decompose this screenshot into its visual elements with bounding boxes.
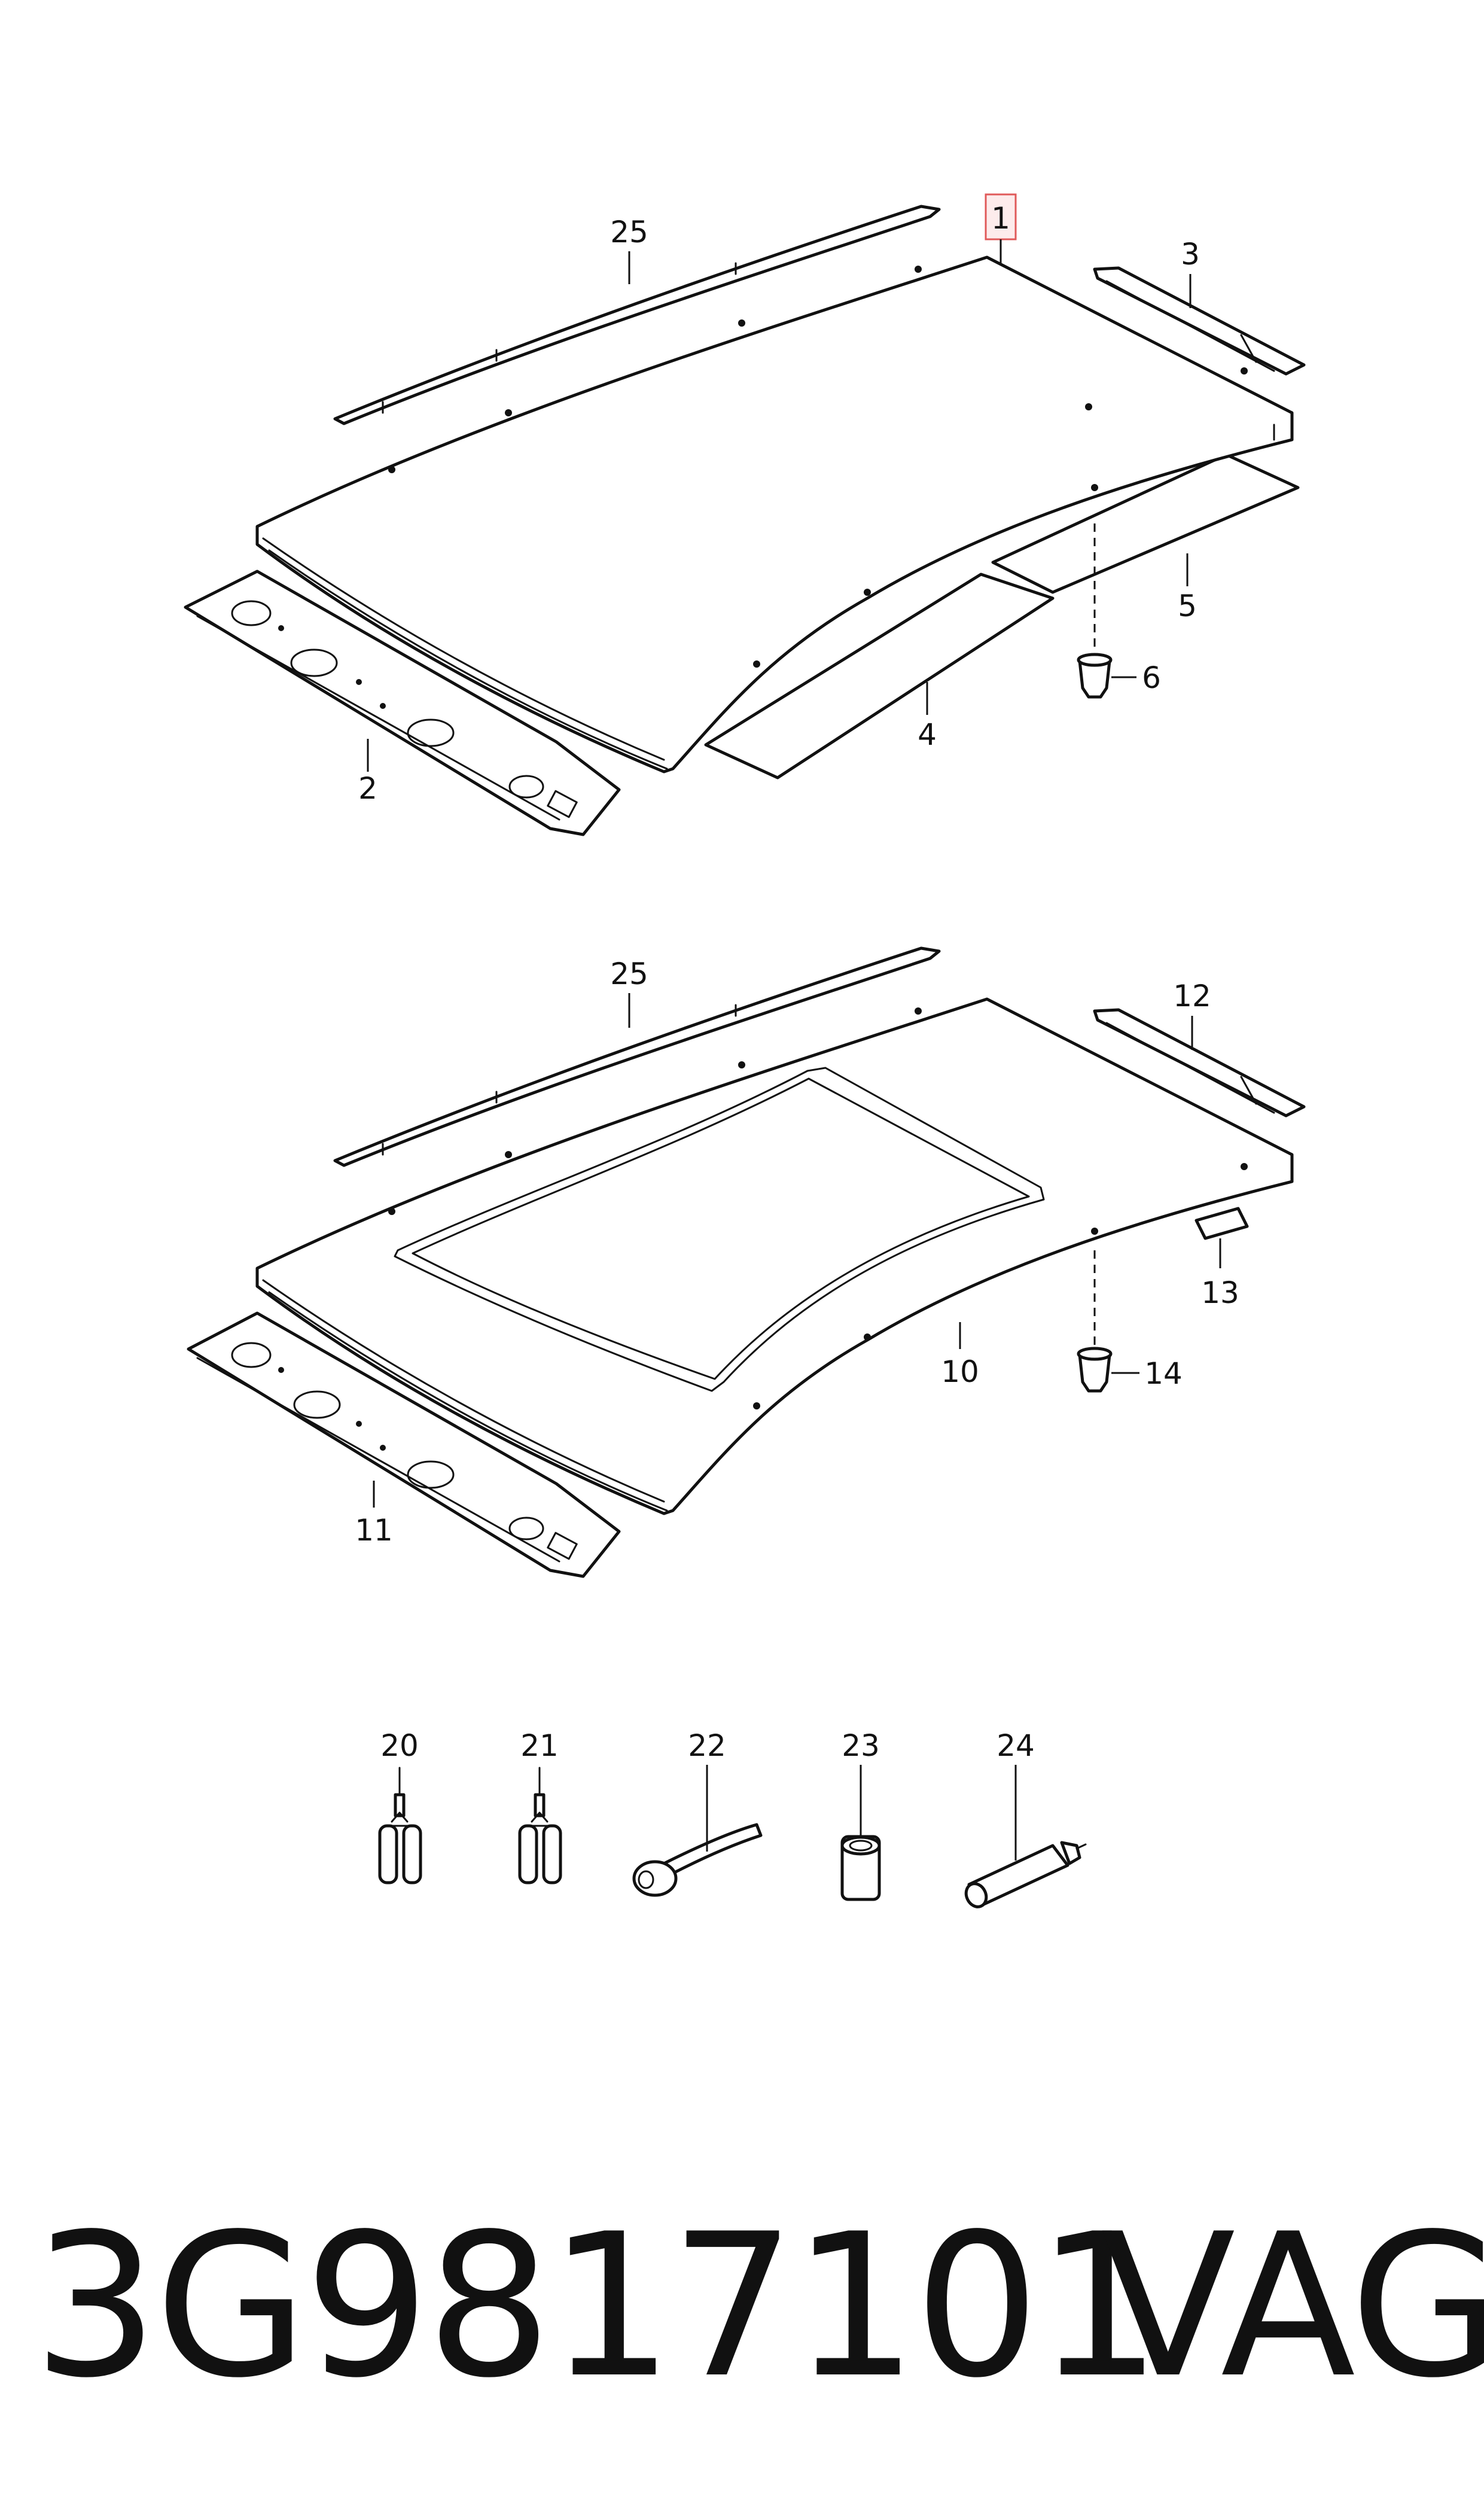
callout-3: 3 bbox=[1181, 237, 1200, 272]
callout-12: 12 bbox=[1173, 979, 1211, 1013]
rivet-set-20 bbox=[378, 1767, 422, 1884]
callout-10: 10 bbox=[941, 1354, 979, 1389]
container-23 bbox=[840, 1835, 881, 1901]
rivet-set-21 bbox=[518, 1767, 562, 1884]
callout-13: 13 bbox=[1201, 1275, 1239, 1310]
callout-2: 2 bbox=[358, 771, 377, 806]
brand-label: VAG bbox=[1101, 2191, 1484, 2421]
rear-bracket-3 bbox=[1093, 266, 1306, 376]
callout-6: 6 bbox=[1142, 660, 1161, 695]
callouts: 1 25 3 2 4 5 6 25 12 13 10 14 bbox=[355, 193, 1239, 1861]
clip-6 bbox=[1077, 523, 1113, 699]
side-panel-4 bbox=[704, 573, 1055, 780]
callout-5: 5 bbox=[1178, 589, 1197, 623]
roof-panel-1 bbox=[255, 255, 1294, 774]
roof-assembly-sunroof bbox=[187, 946, 1306, 1578]
callout-11: 11 bbox=[355, 1513, 393, 1548]
roof-rail-lower bbox=[333, 946, 941, 1167]
rear-bracket-12 bbox=[1093, 1008, 1306, 1118]
hose-22 bbox=[632, 1823, 763, 1897]
callout-23: 23 bbox=[842, 1728, 880, 1763]
callout-20: 20 bbox=[380, 1728, 419, 1763]
part-number: 3G9817101 bbox=[33, 2191, 1162, 2421]
loose-parts bbox=[378, 1767, 1087, 1908]
callout-22: 22 bbox=[688, 1728, 726, 1763]
parts-diagram: 1 25 3 2 4 5 6 25 12 13 10 14 bbox=[184, 193, 1306, 1908]
callout-21: 21 bbox=[520, 1728, 559, 1763]
pad-13 bbox=[1194, 1207, 1249, 1240]
callout-25-upper: 25 bbox=[610, 215, 648, 249]
front-cross-member-lower bbox=[187, 1311, 621, 1578]
callout-4: 4 bbox=[918, 717, 937, 752]
callout-1: 1 bbox=[991, 201, 1010, 236]
roof-assembly-plain bbox=[184, 205, 1306, 836]
callout-14: 14 bbox=[1144, 1356, 1183, 1391]
roof-rail-upper bbox=[333, 205, 941, 425]
callout-25-lower: 25 bbox=[610, 957, 648, 991]
callout-24: 24 bbox=[997, 1728, 1035, 1763]
rear-panel-5 bbox=[991, 453, 1300, 594]
clip-14 bbox=[1077, 1250, 1113, 1393]
front-cross-member-upper bbox=[184, 570, 621, 836]
roof-panel-10 bbox=[255, 997, 1294, 1515]
sunroof-opening bbox=[394, 1067, 1045, 1392]
applicator-24 bbox=[964, 1841, 1087, 1908]
